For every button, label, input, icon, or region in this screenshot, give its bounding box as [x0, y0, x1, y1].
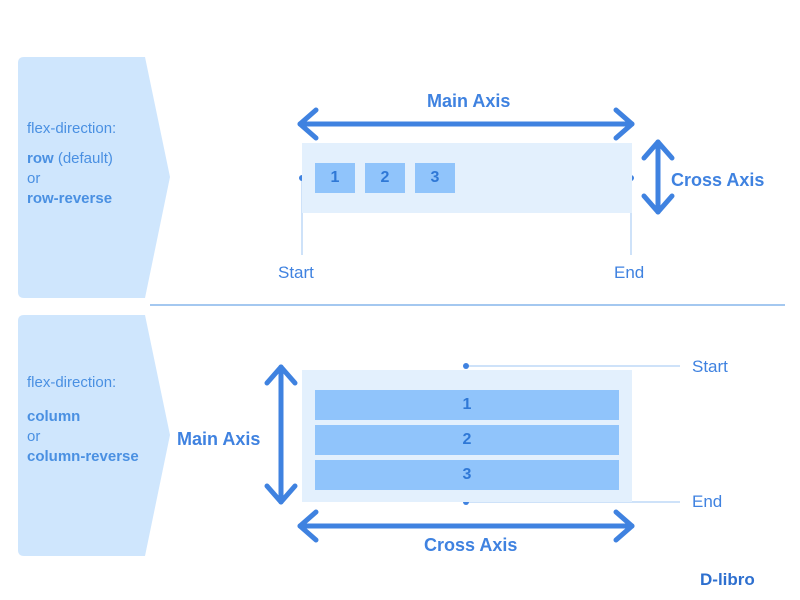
row-item-2: 2	[365, 163, 405, 193]
row-default-suffix: (default)	[53, 150, 113, 167]
column-reverse-value: column-reverse	[27, 448, 139, 465]
column-start-label: Start	[692, 357, 728, 376]
column-end-label: End	[692, 492, 723, 511]
column-start-dot	[463, 363, 469, 369]
row-end-label: End	[614, 263, 645, 282]
column-cross-axis-arrow	[297, 509, 635, 543]
row-item-1: 1	[315, 163, 355, 193]
row-cross-axis-arrow	[641, 139, 675, 215]
dlibro-logo: D-libro	[700, 570, 755, 589]
row-main-axis-arrow	[297, 107, 635, 141]
row-panel-text: flex-direction: row (default) or row-rev…	[27, 119, 116, 209]
column-item-2: 2	[315, 425, 619, 455]
or-label: or	[27, 428, 41, 445]
row-info-panel: flex-direction: row (default) or row-rev…	[0, 57, 175, 298]
row-cross-axis-label: Cross Axis	[671, 170, 765, 190]
row-flex-container: 1 2 3	[302, 143, 632, 213]
row-reverse-value: row-reverse	[27, 190, 113, 207]
column-panel-shape	[18, 315, 170, 556]
or-label: or	[27, 170, 41, 187]
column-item-3: 3	[315, 460, 619, 490]
column-flex-container: 1 2 3	[302, 370, 632, 502]
column-info-panel: flex-direction: column or column-reverse	[0, 315, 175, 556]
row-item-3: 3	[415, 163, 455, 193]
column-cross-axis-label: Cross Axis	[424, 535, 518, 555]
flex-direction-label: flex-direction:	[27, 374, 117, 391]
column-main-axis-arrow	[264, 364, 298, 505]
row-start-label: Start	[278, 263, 314, 282]
column-item-1: 1	[315, 390, 619, 420]
row-main-axis-label: Main Axis	[427, 91, 511, 111]
row-panel-shape	[18, 57, 170, 298]
row-value: row	[27, 150, 54, 167]
column-value: column	[27, 408, 81, 425]
column-panel-text: flex-direction: column or column-reverse	[27, 373, 139, 467]
column-main-axis-label: Main Axis	[177, 429, 261, 449]
flex-direction-label: flex-direction:	[27, 120, 117, 137]
